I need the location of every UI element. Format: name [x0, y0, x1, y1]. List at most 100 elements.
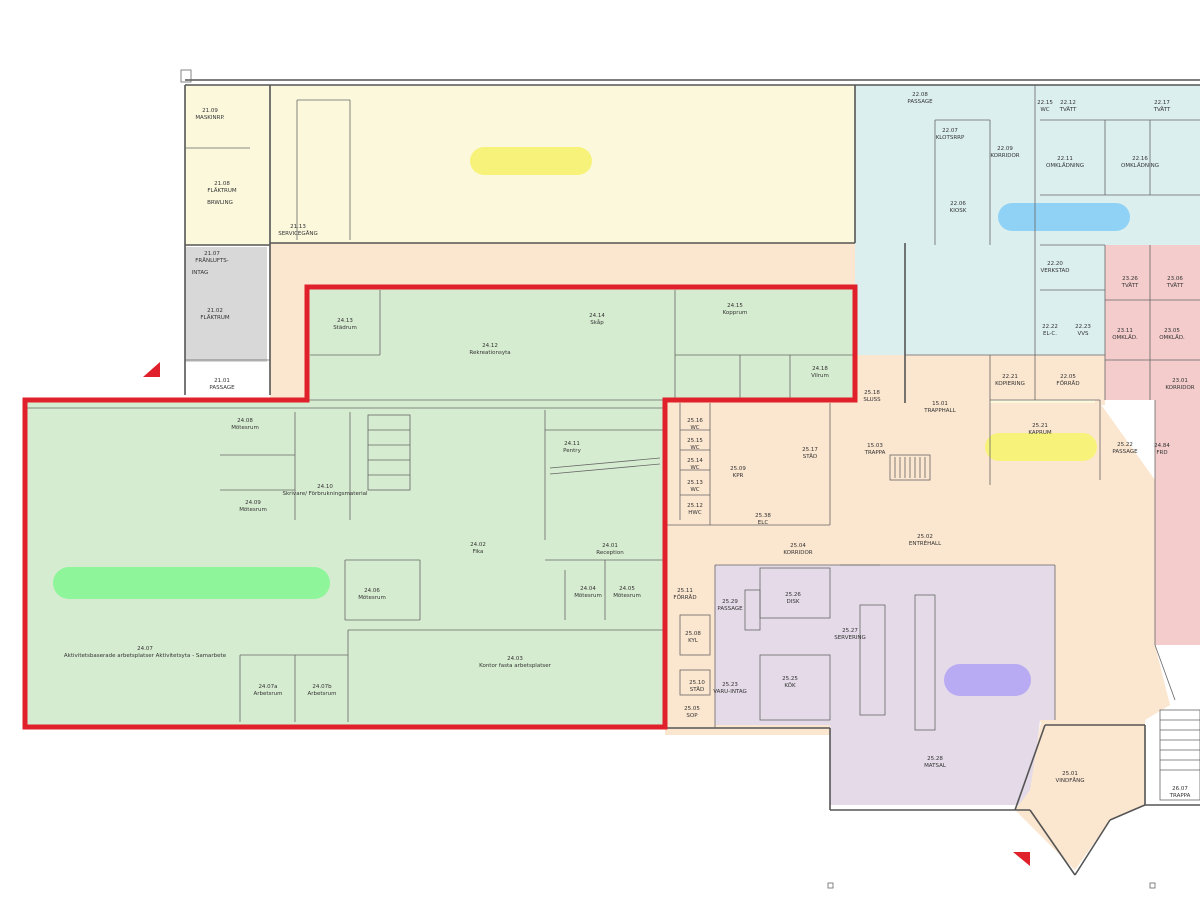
room-name: FLÄKTRUM	[200, 314, 230, 321]
peach-zone-mid	[905, 355, 1105, 405]
room-number: 24.14	[589, 313, 605, 319]
room-name: Mötesrum	[231, 425, 259, 431]
room-name: Vilrum	[811, 373, 829, 379]
room-number: 24.04	[580, 586, 596, 592]
room-number: 25.10	[689, 680, 705, 686]
room-number: 22.22	[1042, 324, 1058, 330]
room-name: Rekreationsyta	[469, 350, 510, 356]
room-number: 24.09	[245, 500, 261, 506]
room-number: 25.26	[785, 592, 801, 598]
room-number: 22.06	[950, 201, 966, 207]
room-number: 25.23	[722, 682, 738, 688]
room-number: 22.17	[1154, 100, 1170, 106]
room-name: PASSAGE	[907, 99, 933, 105]
room-number: 21.09	[202, 108, 218, 114]
room-name: KORRIDOR	[1165, 385, 1194, 391]
room-name: Mötesrum	[239, 507, 267, 513]
room-name: KIOSK	[950, 208, 967, 214]
room-name: PASSAGE	[717, 606, 743, 612]
room-name: KLOTSRRP	[936, 135, 965, 141]
room-number: 22.23	[1075, 324, 1091, 330]
room-name: SERVICEGÅNG	[278, 230, 318, 237]
room-number: 21.07	[204, 251, 220, 257]
room-name: Kopprum	[723, 310, 748, 316]
room-name: MASKINRP.	[195, 115, 225, 121]
room-name: TVÄTT	[1153, 106, 1171, 113]
room-name: Mötesrum	[574, 593, 602, 599]
room-number: 22.15	[1037, 100, 1053, 106]
room-number: 24.18	[812, 366, 828, 372]
room-name: WC	[1040, 107, 1049, 113]
room-number: 24.15	[727, 303, 743, 309]
green-zone	[25, 287, 855, 727]
room-number: 21.01	[214, 378, 230, 384]
vestibule-zone	[1015, 725, 1145, 870]
room-number: 22.11	[1057, 156, 1073, 162]
room-number: 22.08	[912, 92, 928, 98]
room-number: 22.21	[1002, 374, 1018, 380]
room-name: Mötesrum	[613, 593, 641, 599]
room-number: 26.07	[1172, 786, 1188, 792]
room-name: SOP	[686, 713, 698, 719]
room-number: 25.16	[687, 418, 703, 424]
room-name: TRAPPA	[1169, 793, 1191, 799]
room-number: 15.03	[867, 443, 883, 449]
gray-zone	[185, 247, 267, 362]
room-number: 24.10	[317, 484, 333, 490]
room-number: 25.29	[722, 599, 738, 605]
room-number: 25.04	[790, 543, 806, 549]
room-label: BRWLING	[207, 200, 233, 206]
room-number: 25.11	[677, 588, 693, 594]
room-number: 24.02	[470, 542, 486, 548]
survey-point-icon	[827, 882, 834, 889]
red-zone	[1105, 245, 1200, 400]
room-number: 24.12	[482, 343, 498, 349]
room-number: 24.07	[137, 646, 153, 652]
room-name: TVÄTT	[1166, 282, 1184, 289]
room-name: Städrum	[333, 325, 357, 331]
room-name: FLÄKTRUM	[207, 187, 237, 194]
room-name: VINDFÅNG	[1055, 777, 1084, 784]
room-number: 22.16	[1132, 156, 1148, 162]
room-number: 25.25	[782, 676, 798, 682]
room-number: 25.13	[687, 480, 703, 486]
room-number: 23.05	[1164, 328, 1180, 334]
room-name: SLUSS	[863, 397, 881, 403]
room-number: 25.01	[1062, 771, 1078, 777]
room-name: TRAPPA	[864, 450, 886, 456]
room-number: 25.28	[927, 756, 943, 762]
room-number: 24.03	[507, 656, 523, 662]
room-number: 23.01	[1172, 378, 1188, 384]
room-name: Skåp	[590, 319, 604, 326]
room-name: TVÄTT	[1059, 106, 1077, 113]
room-number: 25.15	[687, 438, 703, 444]
